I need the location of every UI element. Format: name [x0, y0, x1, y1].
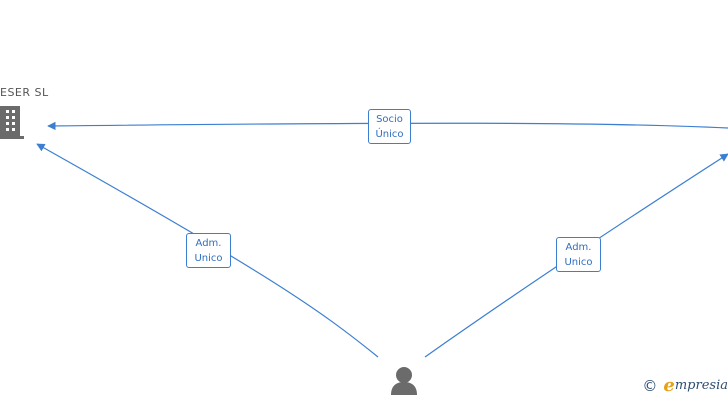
building-icon[interactable]	[0, 106, 24, 139]
edge-label-socio-unico: Socio Único	[368, 109, 411, 144]
edge-label-line2: Unico	[564, 257, 593, 268]
edge-label-line2: Único	[375, 129, 404, 140]
edge-label-line2: Unico	[194, 253, 223, 264]
person-icon[interactable]	[391, 367, 417, 395]
company-left-label[interactable]: ESER SL	[0, 86, 49, 99]
edge-socio-unico	[47, 121, 728, 131]
edge-label-adm-unico-right: Adm. Unico	[556, 237, 601, 272]
edge-adm-unico-left	[36, 143, 379, 358]
copyright-symbol: ©	[642, 376, 658, 395]
brand-initial: e	[663, 375, 675, 396]
edge-label-line1: Socio	[376, 114, 403, 125]
brand-name: mpresia	[674, 378, 728, 393]
edge-label-line1: Adm.	[565, 242, 592, 253]
empresia-watermark: © e mpresia	[642, 375, 728, 396]
edge-label-line1: Adm.	[195, 238, 222, 249]
edge-label-adm-unico-left: Adm. Unico	[186, 233, 231, 268]
